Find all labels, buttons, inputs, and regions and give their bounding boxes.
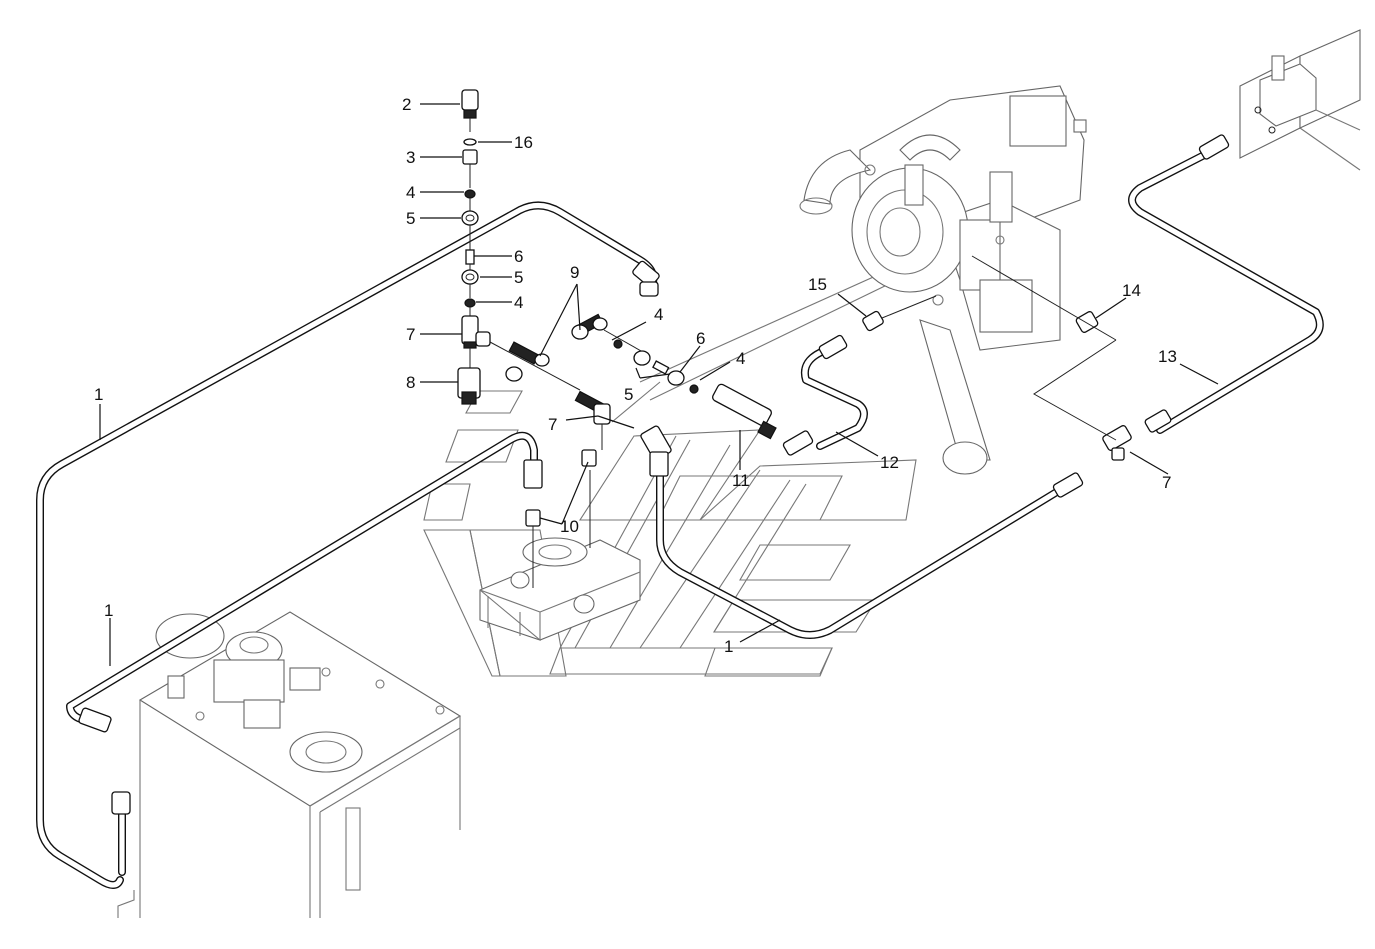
- callout-4-c: 4: [654, 305, 663, 324]
- nut-5-right: [633, 350, 699, 394]
- callout-labels: 2 16 3 4 5 6 5 4 9 7 8 4 6 4 5 7 1 1 1 1…: [94, 95, 1177, 656]
- adapter-15: [862, 310, 884, 332]
- ring-4-mid: [464, 298, 476, 316]
- callout-13: 13: [1158, 347, 1177, 366]
- callout-14: 14: [1122, 281, 1141, 300]
- callout-1-c: 1: [724, 637, 733, 656]
- ring-4-right: [613, 339, 623, 349]
- callout-7-a: 7: [406, 325, 415, 344]
- callout-9: 9: [570, 263, 579, 282]
- filter-11: [712, 383, 777, 440]
- nut-5-top: [461, 210, 479, 250]
- hydraulic-pump-assembly: [799, 85, 1087, 475]
- hose-end-1-left: [78, 260, 660, 815]
- callout-6-a: 6: [514, 247, 523, 266]
- control-valve-block: [479, 537, 641, 642]
- callout-4-d: 4: [736, 349, 745, 368]
- callout-4-a: 4: [406, 183, 415, 202]
- callout-10: 10: [560, 517, 579, 536]
- pipe-13: [1128, 146, 1324, 434]
- leader-lines: [99, 103, 1219, 666]
- tee-7-right: [1102, 409, 1172, 461]
- callout-2: 2: [402, 95, 411, 114]
- ring-4-top: [464, 189, 476, 212]
- pressure-switch-2: [461, 89, 479, 132]
- callout-12: 12: [880, 453, 899, 472]
- callout-5-a: 5: [406, 209, 415, 228]
- valve-bracket: [1239, 29, 1361, 171]
- callout-16: 16: [514, 133, 533, 152]
- callout-1-a: 1: [94, 385, 103, 404]
- o-ring-16: [463, 138, 477, 146]
- elbow-fitting-pipe-right: [640, 425, 672, 477]
- hydraulic-tank: [117, 611, 462, 918]
- callout-6-b: 6: [696, 329, 705, 348]
- callout-15: 15: [808, 275, 827, 294]
- pipe-1-long-right: [656, 456, 1064, 639]
- callout-4-b: 4: [514, 293, 523, 312]
- pipe-nipple-9: [489, 313, 651, 391]
- tee-7-lower: [574, 390, 611, 548]
- callout-3: 3: [406, 148, 415, 167]
- ghost-bracket-lines: [881, 255, 1117, 441]
- callout-8: 8: [406, 373, 415, 392]
- hose-end-13-top: [1198, 134, 1230, 160]
- adapter-3: [462, 149, 478, 188]
- hose-end-1-right: [1052, 472, 1084, 498]
- callout-11: 11: [732, 471, 750, 490]
- tee-7-top: [461, 315, 491, 368]
- hose-end-12: [782, 334, 848, 456]
- callout-5-b: 5: [514, 268, 523, 287]
- test-coupling-8: [457, 367, 481, 405]
- adapter-14: [1075, 311, 1099, 333]
- callout-1-b: 1: [104, 601, 113, 620]
- callout-7-c: 7: [1162, 473, 1171, 492]
- pipe-1-long-left: [36, 201, 658, 889]
- sleeve-6-top: [465, 249, 475, 270]
- nut-5-mid: [461, 269, 479, 298]
- callout-7-b: 7: [548, 415, 557, 434]
- adapter-10: [523, 449, 597, 588]
- pipe-12: [801, 346, 868, 450]
- callout-5-c: 5: [624, 385, 633, 404]
